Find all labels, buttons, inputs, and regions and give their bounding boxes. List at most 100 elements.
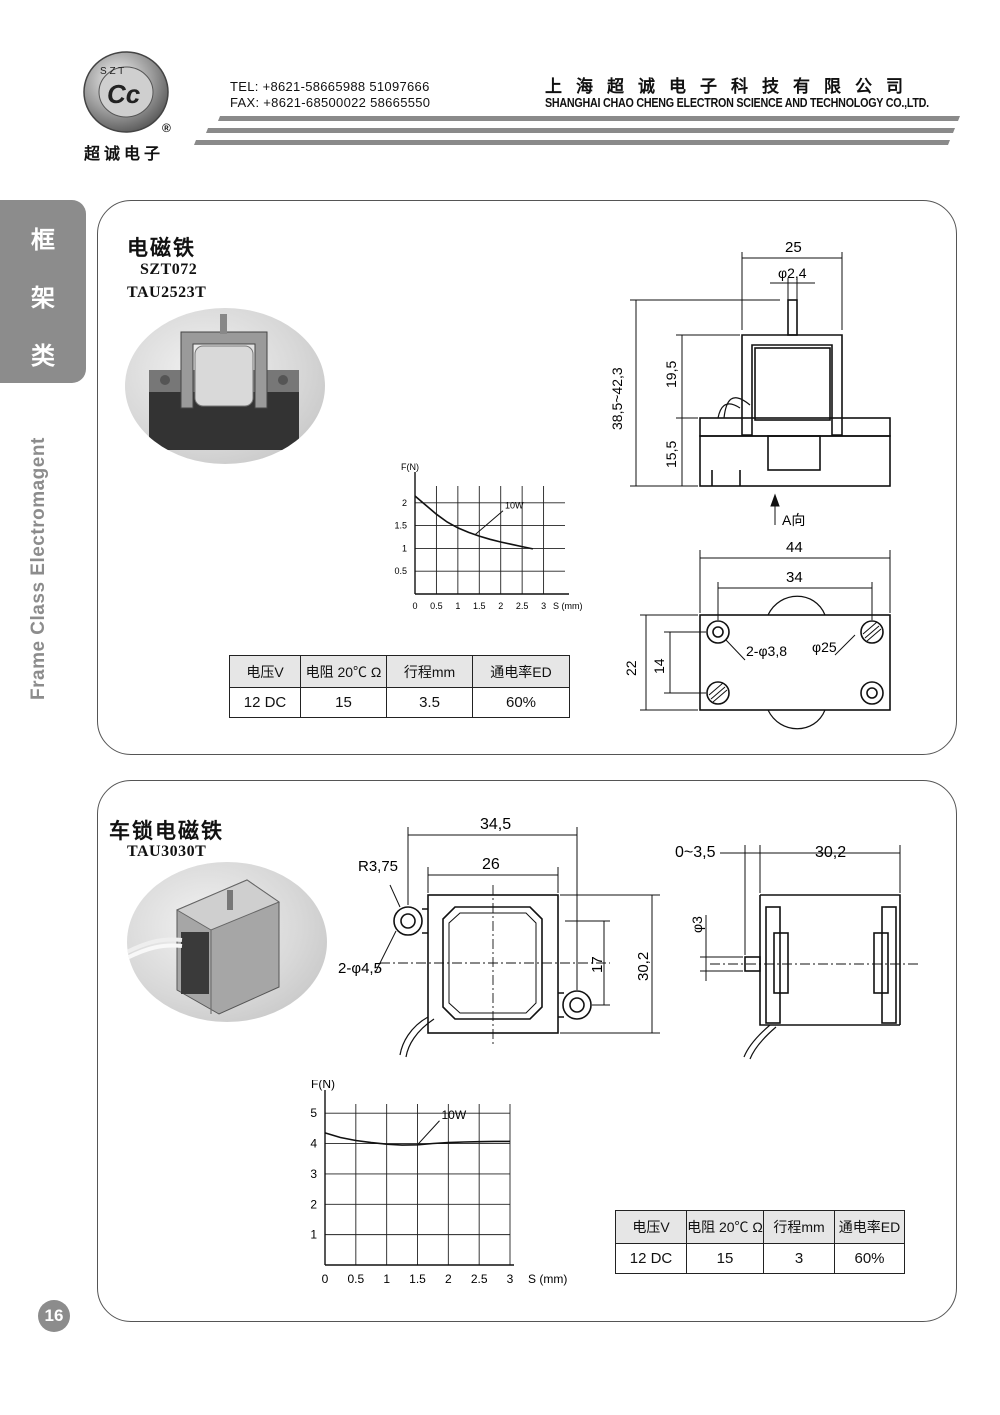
dim-height-15-5: 15,5 <box>663 441 679 468</box>
series-line <box>414 495 534 550</box>
dim-height-19-5: 19,5 <box>663 361 679 388</box>
table-row: 12 DC 15 3 60% <box>615 1243 905 1274</box>
dim-plunger-diameter: φ3 <box>689 916 705 933</box>
page-number: 16 <box>38 1300 70 1332</box>
x-tick-label: 0.5 <box>430 601 443 611</box>
dim-width-25: 25 <box>785 239 802 256</box>
product1-model-1: SZT072 <box>140 261 198 278</box>
y-tick-label: 2 <box>310 1197 317 1211</box>
category-vertical-label: Frame Class Electromagent <box>28 437 49 700</box>
series-label: 10W <box>442 1108 467 1122</box>
spec2-duty: 60% <box>834 1243 905 1274</box>
x-axis-label: S (mm) <box>553 601 583 611</box>
logo-text: 超诚电子 <box>84 144 165 163</box>
y-tick-label: 3 <box>310 1167 317 1181</box>
tel-line: TEL: +8621-58665988 51097666 <box>230 79 430 94</box>
x-tick-label: 1 <box>383 1272 390 1286</box>
dim-radius: R3,75 <box>358 858 398 875</box>
product2-model-1: TAU3030T <box>127 843 207 860</box>
spec1-stroke: 3.5 <box>386 687 473 718</box>
y-tick-label: 2 <box>402 498 407 508</box>
product2-technical-drawing: 34,5 26 R3,75 2-φ4,5 17 30,2 0~3,5 30,2 … <box>338 816 920 1060</box>
x-tick-label: 3 <box>541 601 546 611</box>
dim-width-44: 44 <box>786 539 803 556</box>
y-axis-label: F(N) <box>311 1080 335 1091</box>
x-tick-label: 1.5 <box>473 601 486 611</box>
logo-letters: S Z T <box>100 66 124 77</box>
dim-height-30-2: 30,2 <box>635 952 652 981</box>
spec1-voltage: 12 DC <box>229 687 301 718</box>
x-tick-label: 2.5 <box>516 601 529 611</box>
spec2-header-stroke: 行程mm <box>763 1210 835 1244</box>
company-name-cn: 上海超诚电子科技有限公司 <box>545 77 917 97</box>
spec2-header-duty: 通电率ED <box>834 1210 905 1244</box>
spec1-header-voltage: 电压V <box>229 655 301 688</box>
series-label-leader <box>474 510 504 536</box>
spec1-duty: 60% <box>472 687 570 718</box>
dim-width-34-5: 34,5 <box>480 816 511 833</box>
product2-photo <box>127 862 327 1022</box>
table-row: 12 DC 15 3.5 60% <box>229 687 570 718</box>
dim-holes-diameter: 2-φ3,8 <box>746 643 787 659</box>
spec1-header-duty: 通电率ED <box>472 655 570 688</box>
y-tick-label: 5 <box>310 1106 317 1120</box>
logo: S Z T Cc ® <box>80 48 176 138</box>
spec1-header-stroke: 行程mm <box>386 655 473 688</box>
company-name-en: SHANGHAI CHAO CHENG ELECTRON SCIENCE AND… <box>545 96 929 110</box>
registered-mark: ® <box>162 121 171 135</box>
x-tick-label: 3 <box>507 1272 514 1286</box>
spec-table-2: 电压V 电阻 20℃ Ω 行程mm 通电率ED 12 DC 15 3 60% <box>615 1210 905 1274</box>
product1-technical-drawing: 25 φ2,4 38,5~42,3 19,5 15,5 A向 44 34 22 … <box>609 239 891 730</box>
dim-width-26: 26 <box>482 856 500 873</box>
x-tick-label: 2 <box>445 1272 452 1286</box>
dim-stroke-range: 0~3,5 <box>675 844 716 861</box>
x-axis-label: S (mm) <box>528 1272 567 1286</box>
y-tick-label: 4 <box>310 1137 317 1151</box>
spec1-resistance: 15 <box>300 687 387 718</box>
spec2-voltage: 12 DC <box>615 1243 687 1274</box>
x-tick-label: 1.5 <box>409 1272 426 1286</box>
x-tick-label: 2 <box>498 601 503 611</box>
x-tick-label: 2.5 <box>471 1272 488 1286</box>
spec2-header-resistance: 电阻 20℃ Ω <box>686 1210 764 1244</box>
spec2-header-voltage: 电压V <box>615 1210 687 1244</box>
product1-title: 电磁铁 <box>127 236 196 260</box>
category-char-3: 类 <box>31 342 55 370</box>
dim-height-range: 38,5~42,3 <box>609 367 625 430</box>
dim-mount-holes: 2-φ4,5 <box>338 960 382 977</box>
spec1-header-resistance: 电阻 20℃ Ω <box>300 655 387 688</box>
spec2-stroke: 3 <box>763 1243 835 1274</box>
logo-mark: Cc <box>107 79 141 109</box>
spec2-resistance: 15 <box>686 1243 764 1274</box>
dim-height-22: 22 <box>623 660 639 676</box>
y-axis-label: F(N) <box>401 462 419 472</box>
product2-title: 车锁电磁铁 <box>109 819 224 843</box>
x-tick-label: 0 <box>412 601 417 611</box>
spec-table-1: 电压V 电阻 20℃ Ω 行程mm 通电率ED 12 DC 15 3.5 60% <box>229 655 570 718</box>
series-label: 10W <box>505 501 524 511</box>
series-line <box>324 1132 510 1146</box>
dim-height-14: 14 <box>651 658 667 674</box>
view-direction-a: A向 <box>782 512 805 528</box>
category-tab <box>0 200 86 383</box>
dim-pin-diameter: φ2,4 <box>778 265 807 281</box>
force-stroke-chart-1: 0 0.5 1 1.5 2 2.5 3 0.5 1 1.5 2 F(N) S (mm) 10W <box>394 462 583 611</box>
y-tick-label: 0.5 <box>394 566 407 576</box>
series-label-leader <box>417 1120 440 1146</box>
y-tick-label: 1 <box>402 543 407 553</box>
fax-line: FAX: +8621-68500022 58665550 <box>230 95 431 110</box>
y-tick-label: 1.5 <box>394 521 407 531</box>
x-tick-label: 0.5 <box>347 1272 364 1286</box>
x-tick-label: 0 <box>322 1272 329 1286</box>
product1-model-2: TAU2523T <box>127 284 207 301</box>
dim-side-width: 30,2 <box>815 844 846 861</box>
category-char-2: 架 <box>31 284 55 312</box>
dim-body-diameter: φ25 <box>812 639 837 655</box>
category-char-1: 框 <box>31 226 55 254</box>
dim-width-34: 34 <box>786 569 803 586</box>
x-tick-label: 1 <box>455 601 460 611</box>
header-stripes <box>194 116 960 145</box>
dim-height-17: 17 <box>589 956 606 973</box>
product1-photo <box>125 308 325 464</box>
